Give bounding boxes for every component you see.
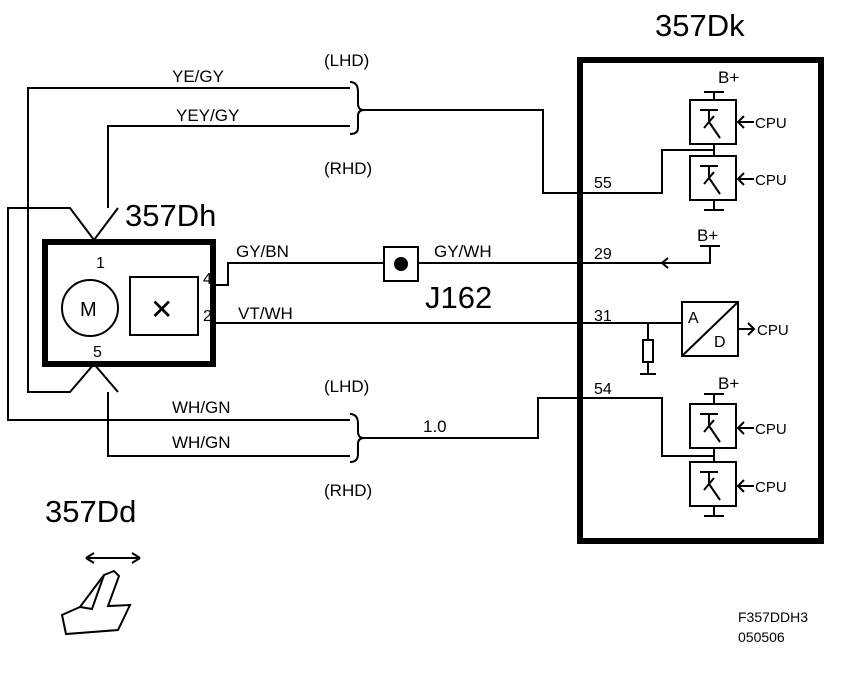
transistor-4-symbol bbox=[700, 471, 721, 501]
adc-a-label: A bbox=[688, 310, 699, 327]
cpu-2-label: CPU bbox=[755, 172, 787, 189]
seat-adjust-icon bbox=[60, 552, 141, 636]
cpu-2-arrow bbox=[736, 172, 754, 186]
label-lhd-top: (LHD) bbox=[324, 51, 369, 70]
motor-pin-5: 5 bbox=[93, 344, 102, 361]
figure-code: F357DDH3 bbox=[738, 609, 808, 625]
adc-divider bbox=[681, 301, 739, 357]
wire-label-vt-wh: VT/WH bbox=[238, 304, 293, 323]
supply-1-label: B+ bbox=[718, 68, 739, 87]
motor-icon bbox=[61, 279, 119, 337]
cpu-3-arrow bbox=[738, 322, 756, 336]
connector-j162-dot bbox=[394, 257, 408, 271]
motor-unit-label: 357Dh bbox=[125, 198, 216, 233]
supply-1-rail bbox=[704, 91, 724, 100]
sensor-pin-4: 4 bbox=[203, 271, 212, 288]
position-sensor-symbol: ✕ bbox=[150, 294, 173, 325]
supply-3-label: B+ bbox=[718, 374, 739, 393]
figure-date: 050506 bbox=[738, 629, 785, 645]
connector-j162-label: J162 bbox=[425, 280, 492, 315]
seat-component-label: 357Dd bbox=[45, 494, 136, 529]
wire-top-cross bbox=[7, 207, 119, 400]
transistor-2-ground bbox=[704, 200, 724, 211]
label-rhd-top: (RHD) bbox=[324, 159, 372, 178]
adc-d-label: D bbox=[714, 334, 726, 351]
control-module-label: 357Dk bbox=[655, 8, 745, 43]
supply-2-rail bbox=[660, 245, 720, 269]
cpu-1-arrow bbox=[736, 115, 754, 129]
motor-pin-1: 1 bbox=[96, 255, 105, 272]
transistor-2-symbol bbox=[700, 165, 721, 195]
wire-label-gy-wh: GY/WH bbox=[434, 242, 492, 261]
label-rhd-bottom: (RHD) bbox=[324, 481, 372, 500]
top-brace bbox=[349, 81, 365, 135]
cpu-5-arrow bbox=[736, 479, 754, 493]
pin-54-tap bbox=[580, 397, 714, 457]
wire-label-yey-gy: YEY/GY bbox=[176, 106, 239, 125]
transistor-4-ground bbox=[704, 506, 724, 517]
wire-top-lhd bbox=[27, 87, 350, 208]
wire-bottom-cross bbox=[27, 208, 119, 393]
sensor-pin-2: 2 bbox=[203, 308, 212, 325]
motor-symbol: M bbox=[80, 299, 97, 321]
label-lhd-bottom: (LHD) bbox=[324, 377, 369, 396]
wire-label-wh-gn-bottom: WH/GN bbox=[172, 433, 231, 452]
transistor-2 bbox=[689, 155, 737, 201]
pin-55-tap bbox=[580, 149, 714, 194]
wire-bottom-rhd bbox=[107, 392, 350, 457]
cpu-5-label: CPU bbox=[755, 479, 787, 496]
module-pin-29: 29 bbox=[594, 246, 612, 263]
bottom-brace bbox=[349, 413, 365, 463]
wire-size-label: 1.0 bbox=[423, 417, 447, 436]
transistor-4 bbox=[689, 461, 737, 507]
module-pin-55: 55 bbox=[594, 175, 612, 192]
wire-to-pin-54 bbox=[364, 397, 580, 439]
pin-31-resistor bbox=[642, 339, 654, 363]
cpu-3-label: CPU bbox=[757, 322, 789, 339]
position-sensor-box bbox=[129, 276, 199, 336]
motor-unit-box bbox=[42, 239, 216, 367]
module-pin-31: 31 bbox=[594, 308, 612, 325]
wire-label-wh-gn-top: WH/GN bbox=[172, 398, 231, 417]
supply-3-rail bbox=[704, 393, 724, 404]
wire-label-ye-gy: YE/GY bbox=[172, 67, 224, 86]
module-pin-54: 54 bbox=[594, 381, 612, 398]
wire-gy-bn bbox=[213, 262, 384, 286]
cpu-4-arrow bbox=[736, 421, 754, 435]
wire-to-pin-55 bbox=[364, 109, 580, 194]
control-module-box bbox=[577, 57, 824, 544]
transistor-3 bbox=[689, 403, 737, 449]
transistor-1-symbol bbox=[700, 109, 721, 139]
transistor-1 bbox=[689, 99, 737, 145]
wire-bottom-lhd bbox=[7, 400, 350, 421]
cpu-4-label: CPU bbox=[755, 421, 787, 438]
cpu-1-label: CPU bbox=[755, 115, 787, 132]
wire-top-rhd bbox=[107, 125, 350, 208]
supply-2-label: B+ bbox=[697, 226, 718, 245]
transistor-3-symbol bbox=[700, 413, 721, 443]
wire-label-gy-bn: GY/BN bbox=[236, 242, 289, 261]
pin-31-resistor-lead bbox=[640, 323, 656, 375]
